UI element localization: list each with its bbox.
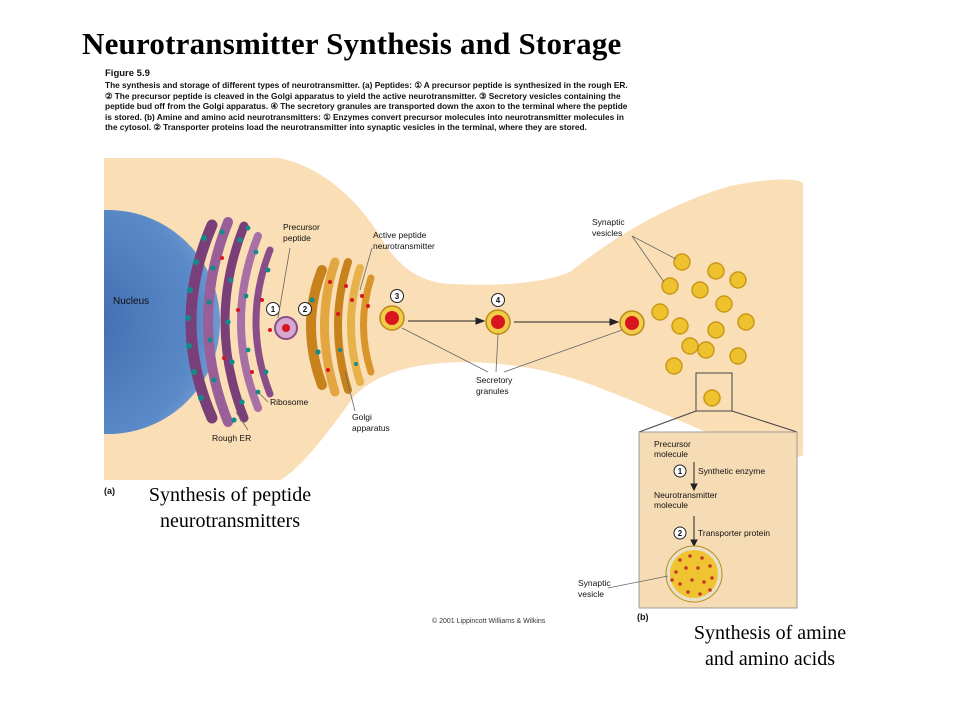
step-marker-1: 1 [266, 302, 280, 316]
inset-neurotransmitter-molecule: Neurotransmitter molecule [654, 490, 720, 510]
figure-label: Figure 5.9 [105, 68, 150, 79]
step-marker-2: 2 [298, 302, 312, 316]
label-rough-er: Rough ER [212, 433, 251, 443]
figure-caption: The synthesis and storage of different t… [105, 80, 755, 133]
caption-line: the cytosol. ② Transporter proteins load… [105, 122, 587, 133]
zoom-box [695, 372, 733, 412]
caption-line: peptide bud off from the Golgi apparatus… [105, 101, 628, 112]
rough-er [185, 217, 274, 427]
caption-line: The synthesis and storage of different t… [105, 80, 628, 90]
step-marker-4: 4 [491, 293, 505, 307]
label-active-peptide: Active peptide neurotransmitter [373, 230, 435, 251]
golgi-contents [309, 280, 370, 372]
inset-precursor-molecule: Precursor molecule [654, 439, 693, 459]
golgi-apparatus [306, 257, 375, 397]
secretory-granule-3 [379, 305, 405, 331]
svg-text:2: 2 [303, 305, 308, 314]
slide-title: Neurotransmitter Synthesis and Storage [82, 26, 622, 61]
caption-line: ② The precursor peptide is cleaved in th… [105, 90, 621, 101]
synaptic-vesicles [651, 253, 755, 407]
zoom-line [731, 410, 798, 433]
inset-synaptic-vesicle: Synaptic vesicle [578, 578, 613, 599]
inset-synthetic-enzyme: Synthetic enzyme [698, 466, 765, 476]
nucleus-group [104, 210, 220, 434]
svg-text:2: 2 [678, 529, 683, 538]
label-synaptic-vesicles: Synaptic vesicles [592, 217, 627, 238]
label-golgi: Golgi apparatus [352, 412, 390, 433]
secretory-granule-4 [485, 309, 511, 335]
svg-text:1: 1 [678, 467, 683, 476]
step-marker-3: 3 [390, 289, 404, 303]
inset-arrows [690, 462, 698, 548]
cell-cytoplasm [104, 158, 803, 480]
leader-lines [235, 235, 677, 431]
label-secretory-granules: Secretory granules [476, 375, 515, 396]
inset-leader [607, 575, 669, 589]
label-precursor-peptide: Precursor peptide [283, 222, 322, 243]
secretory-granule-terminal [619, 310, 645, 336]
caption-line: is stored. (b) Amine and amino acid neur… [105, 111, 624, 122]
label-ribosome: Ribosome [270, 397, 309, 407]
label-nucleus: Nucleus [113, 296, 149, 307]
nucleus [104, 210, 220, 434]
subtitle-amine: Synthesis of amine and amino acids [693, 622, 847, 670]
ribosomes [185, 225, 271, 423]
inset-step-2: 2 [673, 526, 687, 540]
svg-text:1: 1 [271, 305, 276, 314]
transport-arrows [408, 317, 620, 326]
copyright: © 2001 Lippincott Williams & Wilkins [432, 618, 546, 625]
inset-synaptic-vesicle-large [665, 545, 723, 603]
svg-text:3: 3 [395, 292, 400, 301]
inset-step-1: 1 [673, 464, 687, 478]
panel-b-tag: (b) [637, 612, 649, 622]
er-peptides [220, 256, 272, 374]
panel-a-tag: (a) [104, 486, 115, 496]
transport-peptide [282, 324, 290, 332]
zoom-line [638, 410, 697, 433]
svg-text:4: 4 [496, 296, 501, 305]
subtitle-peptide: Synthesis of peptide neurotransmitters [148, 484, 312, 532]
inset-transporter-protein: Transporter protein [698, 528, 770, 538]
